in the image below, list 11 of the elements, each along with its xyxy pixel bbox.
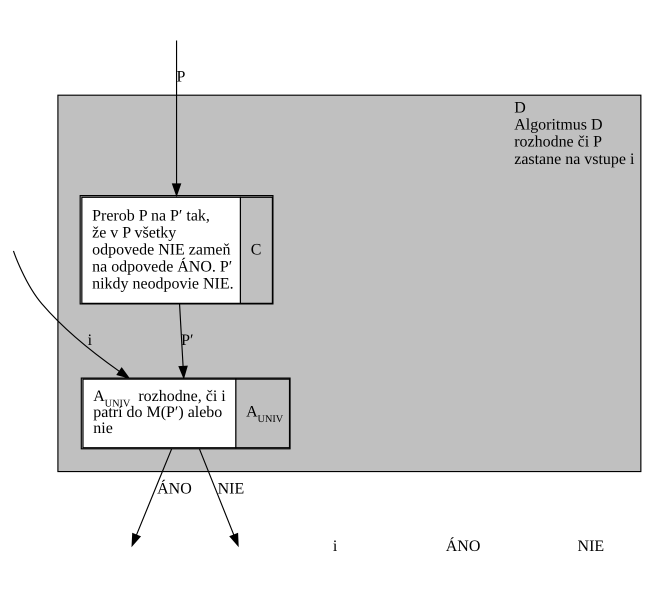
label: ÁNO xyxy=(446,538,480,556)
label: NIE xyxy=(578,538,604,556)
label: i xyxy=(332,538,338,556)
arrow xyxy=(172,40,182,198)
arrow xyxy=(12,250,130,379)
arrow xyxy=(131,448,172,548)
edge-label: ÁNO xyxy=(157,480,192,498)
arrow xyxy=(198,448,239,548)
edge-label: i xyxy=(88,332,92,350)
edge-label: P xyxy=(176,68,186,86)
edge-label: NIE xyxy=(218,480,244,498)
